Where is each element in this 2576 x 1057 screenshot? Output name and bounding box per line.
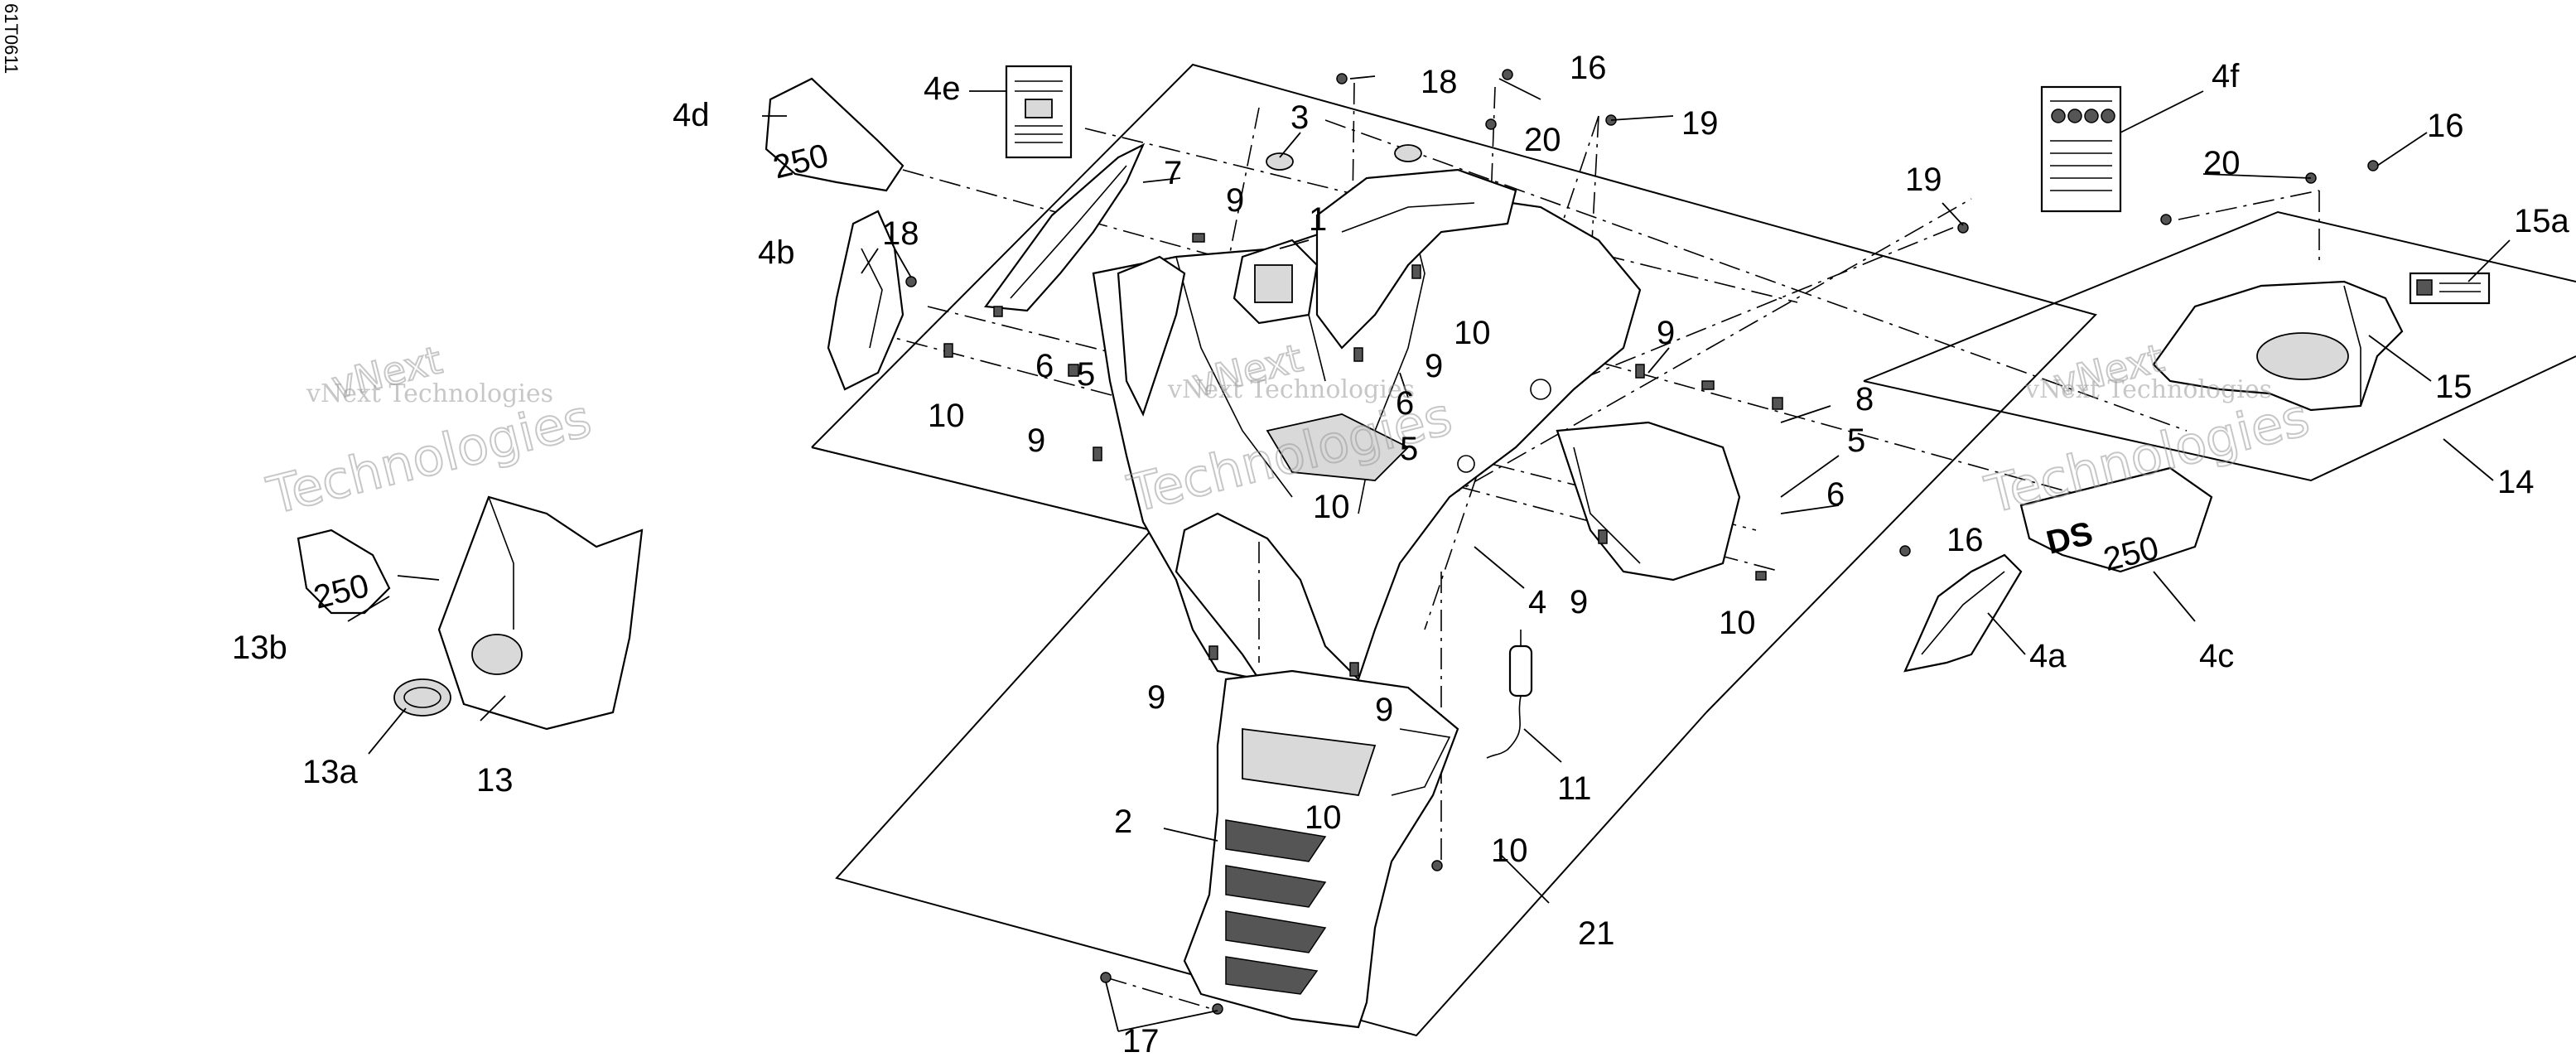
callout-10-a: 10 xyxy=(928,398,965,434)
decal-15a-label xyxy=(2409,272,2491,305)
callout-18-a: 18 xyxy=(1421,64,1458,100)
decal-13b: 250 xyxy=(297,528,391,616)
callout-7: 7 xyxy=(1164,155,1182,191)
assembly-plane-right xyxy=(1863,210,2576,482)
callout-5-a: 5 xyxy=(1077,356,1095,393)
decal-4e-label xyxy=(1005,65,1073,159)
callout-19-a: 19 xyxy=(1681,105,1719,142)
callout-4a: 4a xyxy=(2029,638,2067,674)
callout-20-b: 20 xyxy=(2203,145,2241,181)
callout-4: 4 xyxy=(1528,584,1546,620)
watermark-left-line1: vNext Technologies xyxy=(306,379,553,408)
callout-19-b: 19 xyxy=(1905,162,1942,198)
dash-panel xyxy=(1233,144,1517,350)
callout-21: 21 xyxy=(1578,915,1615,952)
callout-10-d: 10 xyxy=(1719,605,1756,641)
callout-6-a: 6 xyxy=(1035,348,1054,384)
callout-11: 11 xyxy=(1557,770,1592,807)
callout-9-e: 9 xyxy=(1570,584,1588,620)
callout-9-a: 9 xyxy=(1226,182,1244,219)
callout-10-f: 10 xyxy=(1491,833,1528,869)
callout-17: 17 xyxy=(1122,1023,1160,1057)
callout-14: 14 xyxy=(2497,464,2535,500)
callout-5-b: 5 xyxy=(1400,431,1418,467)
leader-lines xyxy=(347,75,2511,1032)
callout-5-c: 5 xyxy=(1847,422,1865,459)
callout-4f: 4f xyxy=(2212,58,2240,94)
watermark-right-line1: vNext Technologies xyxy=(2024,375,2272,404)
callout-9-c: 9 xyxy=(1657,315,1675,351)
callout-2: 2 xyxy=(1114,804,1132,840)
callout-15a: 15a xyxy=(2514,203,2569,239)
callout-9-f: 9 xyxy=(1147,679,1165,716)
callout-6-c: 6 xyxy=(1826,476,1845,513)
callout-9-g: 9 xyxy=(1375,692,1393,728)
callout-4c: 4c xyxy=(2199,638,2234,674)
callout-13a: 13a xyxy=(302,754,358,790)
callout-10-e: 10 xyxy=(1305,799,1342,836)
watermark-left-line2: Technologies xyxy=(262,388,597,526)
callout-16-a: 16 xyxy=(1570,50,1607,86)
left-fender-wing xyxy=(1117,255,1186,417)
callout-16-c: 16 xyxy=(1946,522,1984,558)
callout-9-b: 9 xyxy=(1425,348,1443,384)
callout-4b: 4b xyxy=(758,234,795,271)
callout-1: 1 xyxy=(1309,201,1327,238)
assembly-plane-main xyxy=(811,63,2097,1037)
callout-18-b: 18 xyxy=(882,215,919,252)
decal-4d: 250 xyxy=(765,77,904,192)
wiring-harness xyxy=(1486,630,1533,759)
callout-10-c: 10 xyxy=(1313,489,1350,525)
headlight-assembly xyxy=(393,495,644,731)
decal-4a xyxy=(1903,553,2023,673)
watermark-center-line1: vNext Technologies xyxy=(1167,375,1415,404)
callout-16-b: 16 xyxy=(2427,108,2464,144)
callout-9-d: 9 xyxy=(1027,422,1045,459)
callout-6-b: 6 xyxy=(1396,385,1414,422)
callout-10-b: 10 xyxy=(1454,315,1491,351)
callout-4e: 4e xyxy=(924,70,961,107)
reference-code: 61T0611 xyxy=(1,3,22,74)
side-panel xyxy=(983,142,1146,312)
front-grille xyxy=(1183,669,1459,1029)
decal-4f-label xyxy=(2040,85,2122,213)
callout-8: 8 xyxy=(1855,381,1874,417)
callout-4d: 4d xyxy=(673,97,710,133)
callout-3: 3 xyxy=(1290,99,1309,136)
callout-13: 13 xyxy=(476,762,514,799)
callout-15: 15 xyxy=(2435,369,2472,405)
callout-labels: 1 2 3 4 4a 4b 4c 4d 4e 4f 5 5 5 6 6 6 7 … xyxy=(232,50,2569,1057)
callout-13b: 13b xyxy=(232,630,287,666)
callout-20-a: 20 xyxy=(1524,122,1561,158)
right-panel xyxy=(2152,280,2404,412)
